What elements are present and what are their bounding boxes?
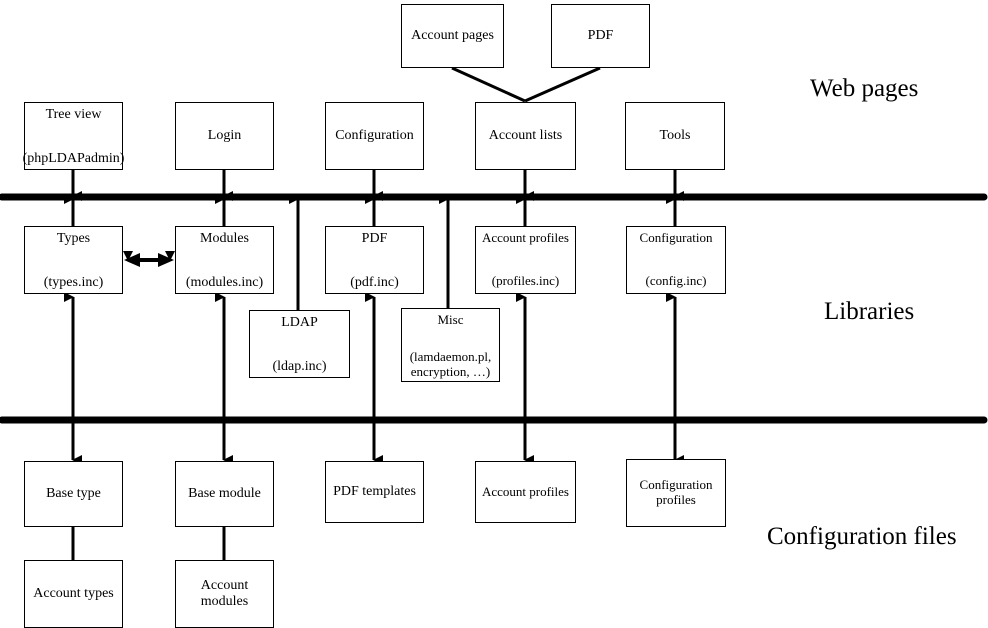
node-label: Account modules: [200, 577, 249, 609]
node-label: Tools: [659, 127, 691, 143]
node-login[interactable]: Login: [175, 102, 274, 170]
section-label-configuration-files: Configuration files: [767, 523, 957, 550]
node-account-profiles-files[interactable]: Account profiles: [475, 461, 576, 523]
connector-pdf-to-account-lists: [524, 66, 601, 103]
node-label: Base module: [188, 485, 261, 501]
section-label-web-pages: Web pages: [810, 75, 919, 102]
node-pdf-templates[interactable]: PDF templates: [325, 461, 424, 523]
node-account-modules[interactable]: Account modules: [175, 560, 274, 628]
node-misc[interactable]: Misc (lamdaemon.pl, encryption, …): [401, 308, 500, 382]
arrows-up-into-library-boxes: [64, 292, 677, 418]
node-label: PDF templates: [333, 483, 416, 499]
section-label-libraries: Libraries: [824, 298, 915, 325]
node-label: Login: [207, 127, 242, 143]
node-sublabel: (types.inc): [43, 275, 104, 291]
node-account-pages[interactable]: Account pages: [401, 4, 504, 68]
node-label: Misc: [437, 312, 464, 327]
node-modules[interactable]: Modules (modules.inc): [175, 226, 274, 294]
node-label: PDF: [587, 27, 614, 43]
node-account-types[interactable]: Account types: [24, 560, 123, 628]
node-label: LDAP: [281, 315, 318, 330]
connector-account-pages-to-account-lists: [451, 66, 526, 103]
node-label: Tree view: [45, 107, 102, 122]
arrows-config-files-down: [71, 423, 684, 465]
connector-base-to-account-boxes: [71, 527, 226, 561]
node-label: Types: [56, 231, 91, 246]
node-label: Account types: [33, 585, 114, 601]
node-sublabel: (modules.inc): [185, 275, 264, 291]
node-sublabel: (config.inc): [645, 272, 707, 288]
node-base-module[interactable]: Base module: [175, 461, 274, 527]
node-configuration-web[interactable]: Configuration: [325, 102, 424, 170]
node-label: Configuration: [639, 230, 713, 245]
node-ldap[interactable]: LDAP (ldap.inc): [249, 310, 350, 378]
node-sublabel: (phpLDAPadmin): [22, 151, 125, 167]
node-types[interactable]: Types (types.inc): [24, 226, 123, 294]
node-account-lists[interactable]: Account lists: [475, 102, 576, 170]
node-sublabel: (lamdaemon.pl, encryption, …): [409, 348, 492, 379]
node-label: Configuration: [335, 127, 414, 143]
node-pdf-library[interactable]: PDF (pdf.inc): [325, 226, 424, 294]
node-tree-view[interactable]: Tree view (phpLDAPadmin): [22, 102, 125, 170]
node-configuration-profiles[interactable]: Configuration profiles: [626, 459, 726, 527]
node-base-type[interactable]: Base type: [24, 461, 123, 527]
arrows-webpages-down: [71, 170, 684, 201]
node-pdf-top[interactable]: PDF: [551, 4, 650, 68]
node-sublabel: (ldap.inc): [272, 359, 327, 375]
node-label: Configuration profiles: [639, 477, 713, 507]
node-configuration-library[interactable]: Configuration (config.inc): [626, 226, 726, 294]
node-label: Account profiles: [481, 230, 569, 245]
node-account-profiles-library[interactable]: Account profiles (profiles.inc): [475, 226, 576, 294]
node-label: Account profiles: [481, 483, 569, 499]
node-label: Base type: [46, 485, 101, 501]
node-label: PDF: [361, 231, 388, 246]
node-label: Account lists: [488, 127, 563, 143]
node-label: Account pages: [411, 27, 494, 43]
node-sublabel: (profiles.inc): [491, 272, 560, 288]
node-label: Modules: [200, 231, 249, 246]
connector-types-modules-bidirectional: [123, 251, 175, 267]
node-tools[interactable]: Tools: [625, 102, 725, 170]
node-sublabel: (pdf.inc): [350, 275, 399, 291]
